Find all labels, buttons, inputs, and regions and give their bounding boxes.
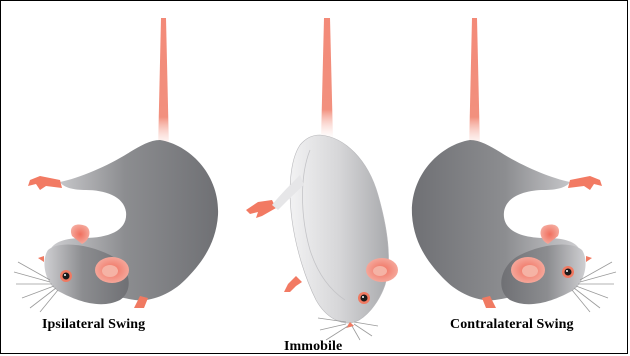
- rat-ipsilateral: [14, 18, 218, 312]
- nose: [586, 256, 592, 262]
- nose: [38, 256, 44, 262]
- caption-contralateral-swing: Contralateral Swing: [450, 317, 574, 333]
- eye: [63, 273, 70, 280]
- foreleg-paw: [246, 200, 276, 218]
- eye: [565, 269, 572, 276]
- tail: [158, 18, 169, 150]
- foreleg-paw: [28, 176, 62, 190]
- caption-ipsilateral-swing: Ipsilateral Swing: [42, 317, 145, 333]
- hindleg-paw: [284, 276, 302, 292]
- tail: [321, 18, 333, 140]
- tail: [469, 18, 480, 150]
- foreleg-paw: [568, 176, 602, 190]
- caption-immobile: Immobile: [284, 339, 342, 355]
- eye: [361, 295, 368, 302]
- rat-immobile: [246, 18, 398, 340]
- rat-contralateral: [412, 18, 616, 312]
